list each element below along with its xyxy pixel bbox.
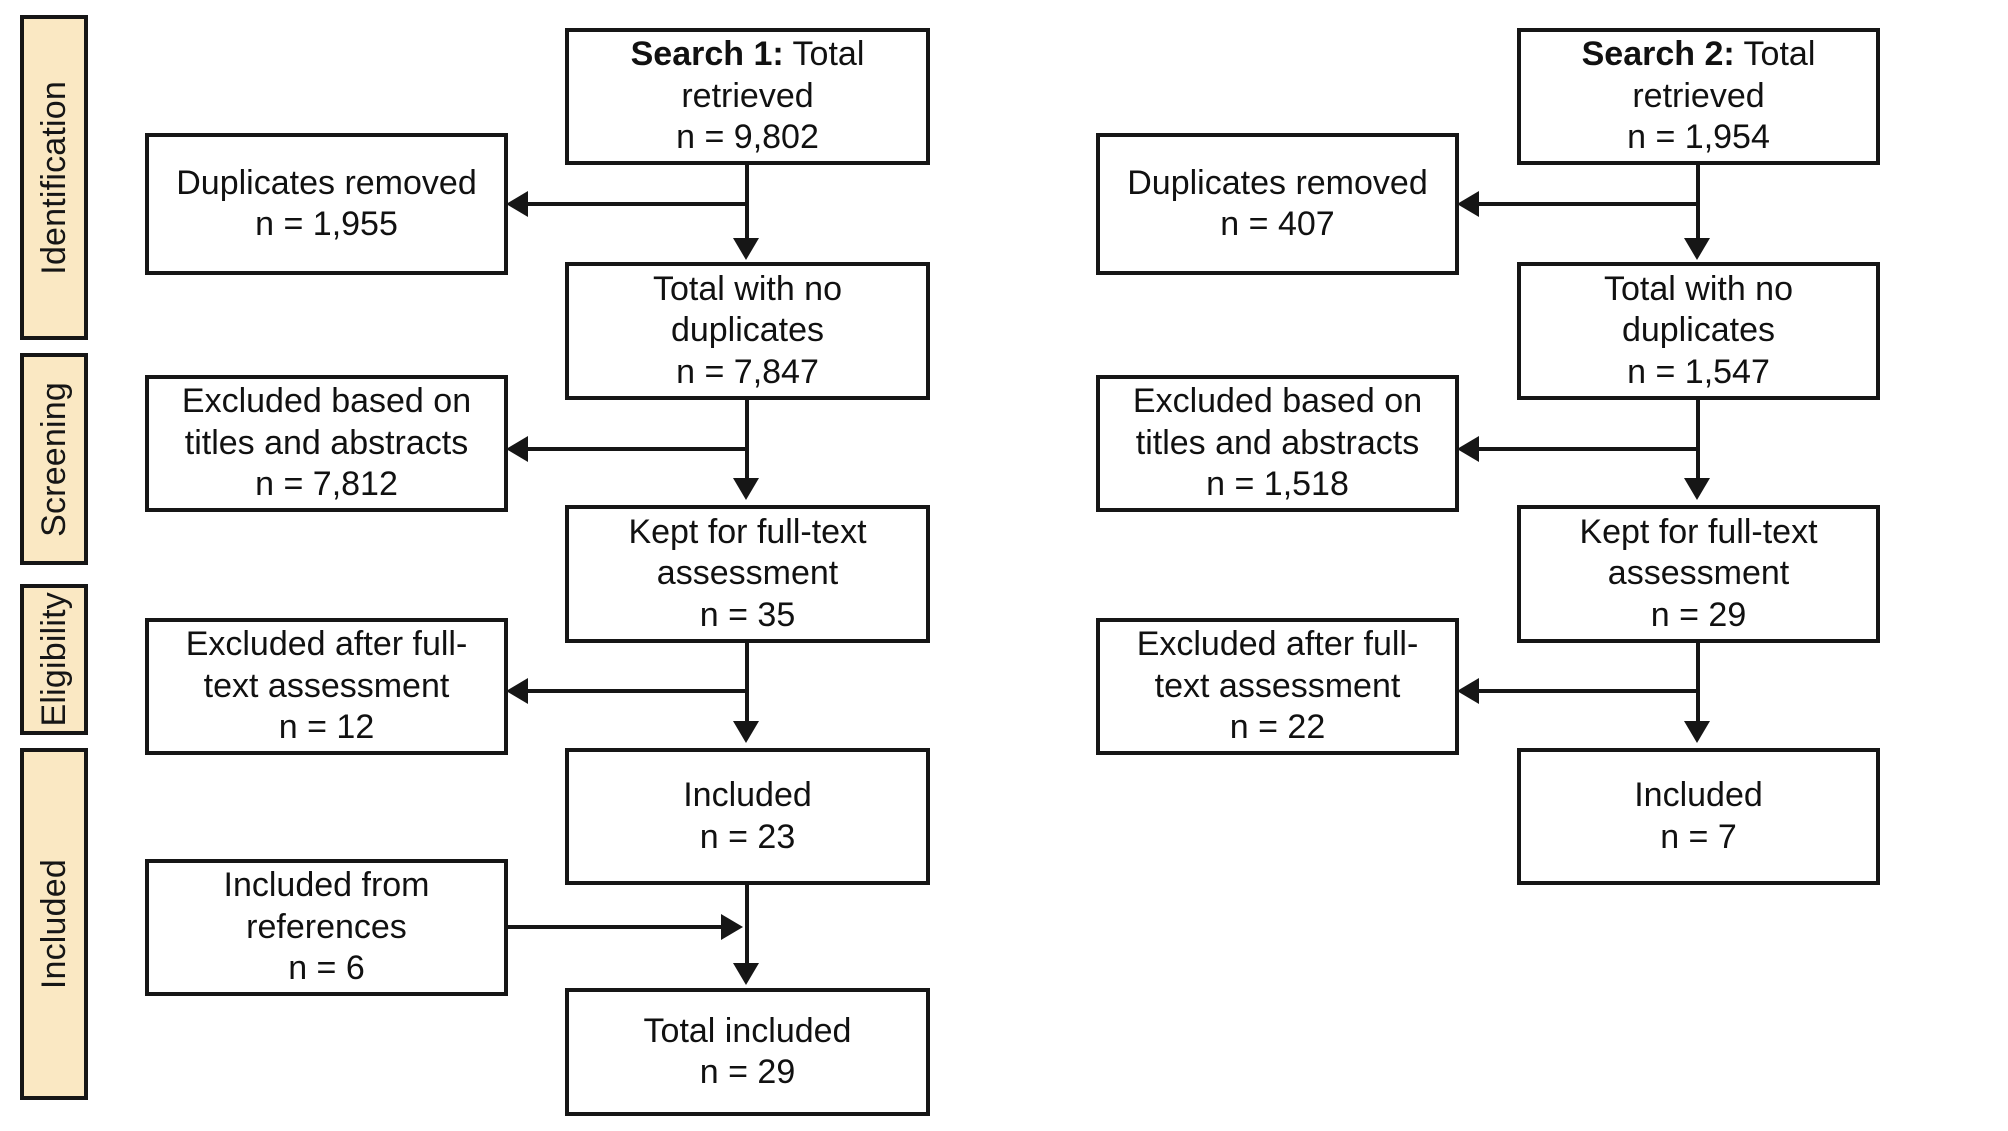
- node-line-1: Total with no: [653, 269, 842, 308]
- node-count: n = 29: [1650, 595, 1747, 634]
- node-line-1: Included from: [223, 866, 430, 905]
- node-count: n = 9,802: [676, 118, 819, 157]
- node-line-1: Total included: [643, 1011, 852, 1050]
- arrowhead-s2-kept-to-included: [1684, 721, 1710, 743]
- connector-s1-retrieved-to-nodup: [745, 165, 749, 240]
- node-line-1: Excluded after full-: [1136, 625, 1419, 664]
- node-search2-included: Included n = 7: [1517, 748, 1880, 885]
- node-title-line: Search 1: Total: [631, 34, 865, 75]
- search-label: Search 2:: [1581, 35, 1735, 74]
- node-count: n = 7: [1660, 817, 1737, 856]
- node-search2-total-retrieved: Search 2: Total retrieved n = 1,954: [1517, 28, 1880, 165]
- stage-label-identification: Identification: [35, 80, 73, 275]
- node-line-2: text assessment: [203, 666, 450, 705]
- arrowhead-s1-to-excluded-titles: [506, 436, 528, 462]
- node-count: n = 12: [278, 708, 375, 747]
- node-search1-duplicates-removed: Duplicates removed n = 1,955: [145, 133, 508, 275]
- stage-bar-screening: Screening: [20, 353, 88, 565]
- connector-references-to-spine: [508, 925, 723, 929]
- arrowhead-s1-retrieved-to-nodup: [733, 238, 759, 260]
- node-line-2: text assessment: [1154, 666, 1401, 705]
- stage-bar-identification: Identification: [20, 15, 88, 340]
- node-count: n = 35: [699, 595, 796, 634]
- node-search1-excluded-fulltext: Excluded after full- text assessment n =…: [145, 618, 508, 755]
- search-title-rest: Total: [1734, 35, 1816, 74]
- node-search1-excluded-titles: Excluded based on titles and abstracts n…: [145, 375, 508, 512]
- node-line-2: retrieved: [681, 76, 814, 115]
- connector-s2-kept-to-included: [1696, 643, 1700, 723]
- node-line-2: titles and abstracts: [184, 423, 469, 462]
- arrowhead-s1-nodup-to-kept: [733, 478, 759, 500]
- stage-bar-included: Included: [20, 748, 88, 1100]
- node-search2-duplicates-removed: Duplicates removed n = 407: [1096, 133, 1459, 275]
- node-count: n = 7,812: [255, 465, 398, 504]
- node-search1-total-no-duplicates: Total with no duplicates n = 7,847: [565, 262, 930, 400]
- arrowhead-s1-included-to-total: [733, 963, 759, 985]
- node-line-1: Kept for full-text: [628, 512, 867, 551]
- node-line-1: Excluded based on: [181, 382, 472, 421]
- node-count: n = 7,847: [676, 352, 819, 391]
- node-line-1: Excluded after full-: [185, 625, 468, 664]
- node-line-2: retrieved: [1632, 76, 1765, 115]
- stage-label-included: Included: [35, 858, 73, 990]
- arrowhead-s1-to-duplicates: [506, 191, 528, 217]
- connector-s2-to-excluded-titles: [1479, 447, 1698, 451]
- node-line-1: Included: [683, 776, 812, 815]
- stage-label-eligibility: Eligibility: [35, 592, 73, 727]
- node-line-2: assessment: [656, 554, 839, 593]
- connector-s2-retrieved-to-nodup: [1696, 165, 1700, 240]
- connector-s1-nodup-to-kept: [745, 400, 749, 480]
- node-title-line: Search 2: Total: [1582, 34, 1816, 75]
- search-title-rest: Total: [783, 35, 865, 74]
- stage-bar-eligibility: Eligibility: [20, 584, 88, 735]
- node-line-1: Duplicates removed: [1127, 163, 1428, 202]
- node-search2-total-no-duplicates: Total with no duplicates n = 1,547: [1517, 262, 1880, 400]
- connector-s1-to-excluded-fulltext: [528, 689, 747, 693]
- arrowhead-s2-to-excluded-titles: [1457, 436, 1479, 462]
- node-line-1: Kept for full-text: [1579, 512, 1818, 551]
- node-search1-included-from-references: Included from references n = 6: [145, 859, 508, 996]
- arrowhead-s2-retrieved-to-nodup: [1684, 238, 1710, 260]
- connector-s1-to-excluded-titles: [528, 447, 747, 451]
- node-count: n = 1,954: [1627, 118, 1770, 157]
- node-search2-excluded-fulltext: Excluded after full- text assessment n =…: [1096, 618, 1459, 755]
- search-label: Search 1:: [630, 35, 784, 74]
- connector-s1-included-to-total: [745, 885, 749, 965]
- connector-s2-to-duplicates: [1479, 202, 1698, 206]
- node-search2-kept-fulltext: Kept for full-text assessment n = 29: [1517, 505, 1880, 643]
- node-count: n = 22: [1229, 708, 1326, 747]
- node-search1-kept-fulltext: Kept for full-text assessment n = 35: [565, 505, 930, 643]
- stage-label-screening: Screening: [35, 381, 73, 537]
- node-count: n = 6: [288, 949, 365, 988]
- connector-s2-to-excluded-fulltext: [1479, 689, 1698, 693]
- node-line-1: Total with no: [1604, 269, 1793, 308]
- connector-s1-kept-to-included: [745, 643, 749, 723]
- connector-s1-to-duplicates: [528, 202, 747, 206]
- arrowhead-s1-to-excluded-fulltext: [506, 678, 528, 704]
- node-line-2: titles and abstracts: [1135, 423, 1420, 462]
- node-search1-total-retrieved: Search 1: Total retrieved n = 9,802: [565, 28, 930, 165]
- node-line-2: references: [246, 907, 407, 946]
- arrowhead-s2-to-excluded-fulltext: [1457, 678, 1479, 704]
- node-count: n = 29: [699, 1053, 796, 1091]
- node-count: n = 407: [1220, 205, 1335, 243]
- node-line-2: duplicates: [1621, 311, 1776, 350]
- arrowhead-s2-nodup-to-kept: [1684, 478, 1710, 500]
- node-line-2: assessment: [1607, 554, 1790, 593]
- node-count: n = 1,955: [255, 205, 398, 243]
- node-line-1: Duplicates removed: [176, 163, 477, 202]
- node-count: n = 23: [699, 817, 796, 856]
- node-line-2: duplicates: [670, 311, 825, 350]
- arrowhead-references-to-spine: [721, 914, 743, 940]
- arrowhead-s2-to-duplicates: [1457, 191, 1479, 217]
- node-count: n = 1,518: [1206, 465, 1349, 504]
- node-line-1: Excluded based on: [1132, 382, 1423, 421]
- node-search1-total-included: Total included n = 29: [565, 988, 930, 1116]
- node-search1-included: Included n = 23: [565, 748, 930, 885]
- connector-s2-nodup-to-kept: [1696, 400, 1700, 480]
- arrowhead-s1-kept-to-included: [733, 721, 759, 743]
- node-count: n = 1,547: [1627, 352, 1770, 391]
- node-search2-excluded-titles: Excluded based on titles and abstracts n…: [1096, 375, 1459, 512]
- node-line-1: Included: [1634, 776, 1763, 815]
